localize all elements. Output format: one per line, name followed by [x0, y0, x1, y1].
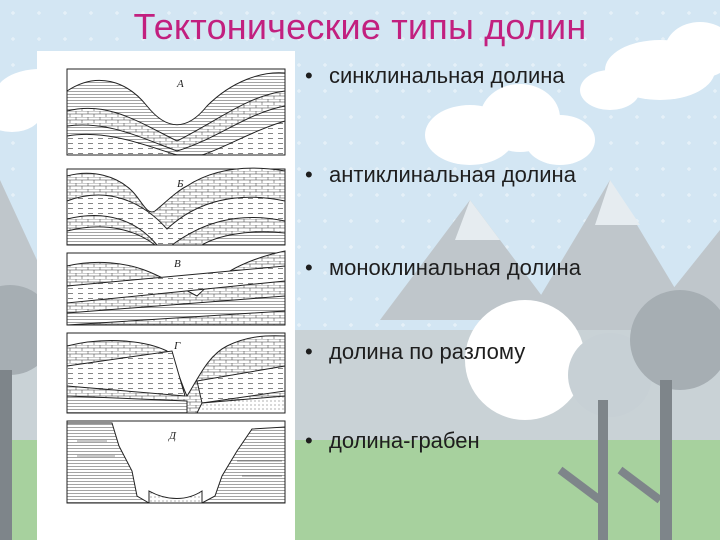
- panel-letter-a: А: [176, 78, 184, 90]
- list-item: • долина-грабен: [303, 426, 703, 456]
- bullet-icon: •: [305, 426, 313, 456]
- panel-d-graben: Д: [67, 421, 285, 503]
- bullet-text: долина-грабен: [329, 428, 480, 453]
- bullet-icon: •: [305, 160, 313, 190]
- panel-letter-g: Г: [173, 340, 181, 352]
- bullet-text: синклинальная долина: [329, 63, 565, 88]
- valley-diagram: А Б В Г: [37, 51, 295, 540]
- bullet-text: антиклинальная долина: [329, 162, 576, 187]
- list-item: • долина по разлому: [303, 337, 703, 367]
- panel-letter-b: Б: [176, 178, 184, 190]
- list-item: • синклинальная долина: [303, 61, 703, 91]
- bullet-icon: •: [305, 253, 313, 283]
- bullet-text: долина по разлому: [329, 339, 525, 364]
- list-item: • антиклинальная долина: [303, 160, 703, 190]
- bullet-icon: •: [305, 61, 313, 91]
- panel-g-fault-valley: Г: [67, 333, 285, 413]
- panel-b-anticline: Б: [67, 168, 285, 245]
- panel-v-monocline: В: [67, 251, 285, 325]
- bullet-icon: •: [305, 337, 313, 367]
- valley-cross-sections-figure: А Б В Г: [37, 51, 295, 540]
- valley-types-list: • синклинальная долина • антиклинальная до…: [303, 0, 713, 540]
- panel-letter-d: Д: [168, 430, 177, 442]
- panel-letter-v: В: [174, 258, 181, 270]
- bullet-text: моноклинальная долина: [329, 255, 581, 280]
- panel-a-syncline: А: [67, 69, 285, 155]
- list-item: • моноклинальная долина: [303, 253, 603, 283]
